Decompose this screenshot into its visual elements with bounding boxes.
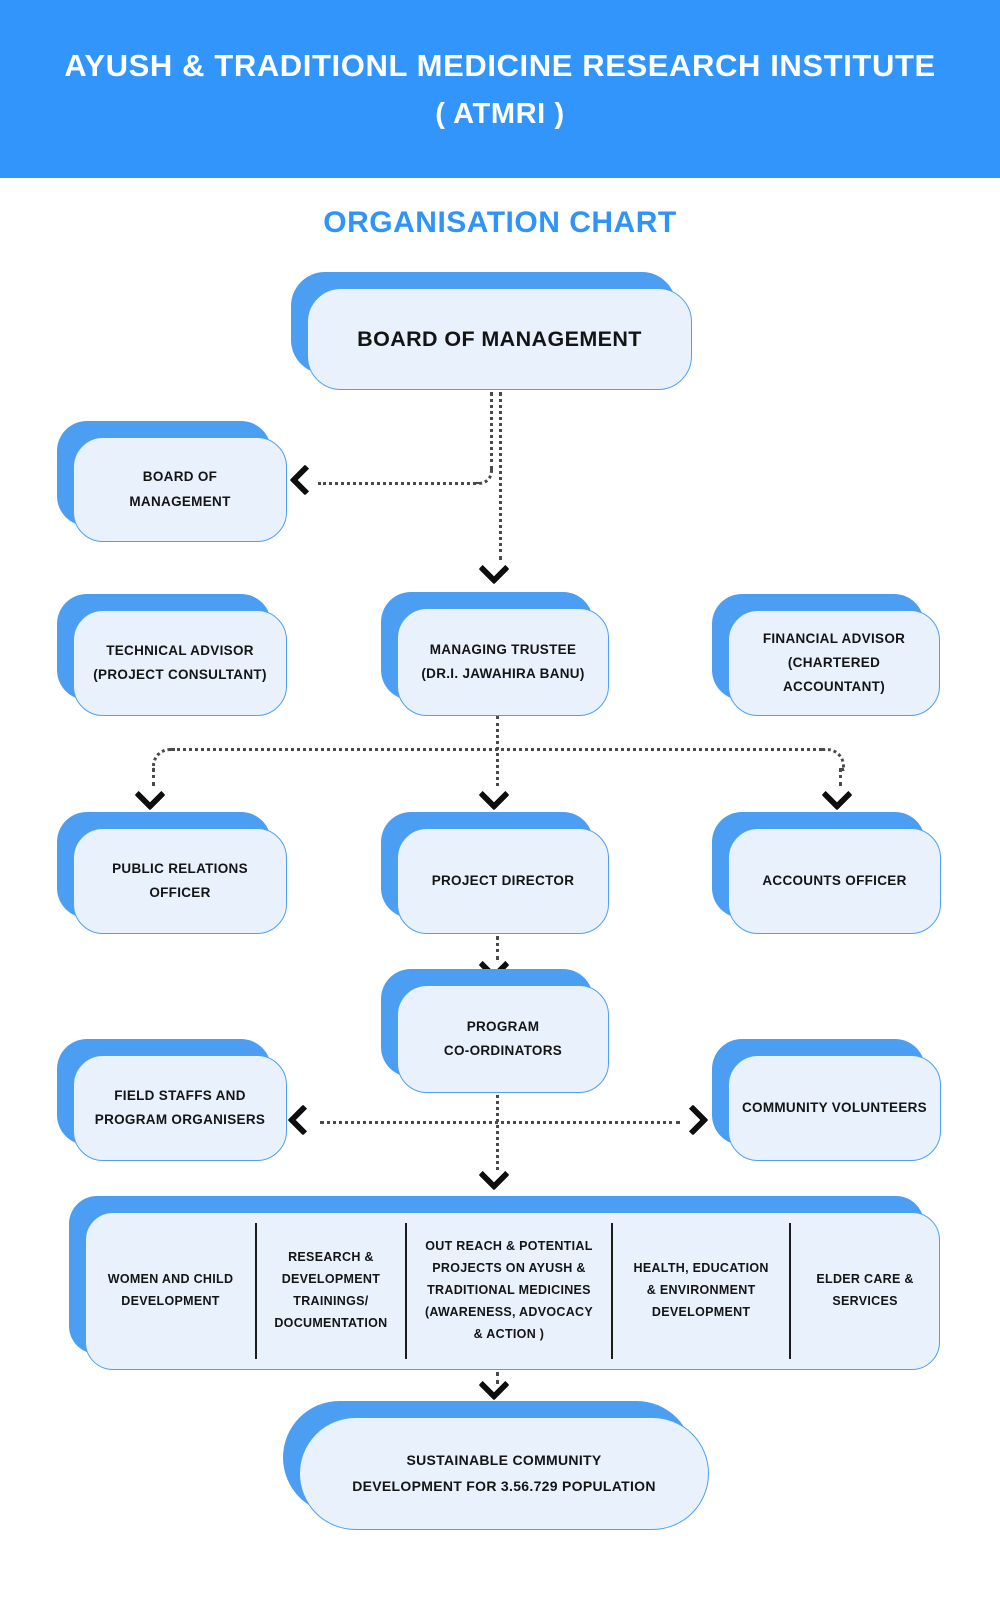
node-label: TECHNICAL ADVISOR: [106, 642, 254, 658]
node-label: PROGRAM: [466, 1018, 540, 1034]
department-elder-care: ELDER CARE & SERVICES: [789, 1223, 939, 1359]
node-label: PROGRAM ORGANISERS: [94, 1112, 266, 1127]
connector-corner: [476, 468, 493, 485]
arrow-down-icon: [478, 779, 510, 811]
node-board-of-management-root: BOARD OF MANAGEMENT: [291, 272, 692, 390]
node-label: SUSTAINABLE COMMUNITY: [406, 1452, 602, 1469]
node-community-volunteers: COMMUNITY VOLUNTEERS: [712, 1039, 941, 1161]
node-label: (DR.I. JAWAHIRA BANU): [421, 666, 585, 681]
node-outcome: SUSTAINABLE COMMUNITY DEVELOPMENT FOR 3.…: [283, 1401, 709, 1530]
connector-line: [490, 392, 493, 470]
node-technical-advisor: TECHNICAL ADVISOR (PROJECT CONSULTANT): [57, 594, 287, 716]
connector-line: [499, 392, 502, 560]
node-accounts-officer: ACCOUNTS OFFICER: [712, 812, 941, 934]
node-label: OFFICER: [149, 885, 211, 900]
arrow-left-icon: [289, 464, 321, 496]
node-program-coordinators: PROGRAM CO-ORDINATORS: [381, 969, 609, 1093]
node-label: PROJECT DIRECTOR: [431, 872, 575, 888]
node-board-of-management-side: BOARD OF MANAGEMENT: [57, 421, 287, 542]
node-label: MANAGING TRUSTEE: [429, 641, 577, 657]
node-label: ACCOUNTS OFFICER: [762, 872, 907, 888]
arrow-down-icon: [821, 779, 853, 811]
node-label: BOARD OF: [142, 469, 218, 485]
connector-line: [318, 482, 476, 485]
node-label: FIELD STAFFS AND: [114, 1087, 246, 1103]
node-project-director: PROJECT DIRECTOR: [381, 812, 609, 934]
arrow-down-icon: [134, 779, 166, 811]
page-title: ORGANISATION CHART: [323, 206, 677, 239]
connector-line: [496, 1095, 499, 1170]
department-health-education: HEALTH, EDUCATION & ENVIRONMENT DEVELOPM…: [611, 1223, 789, 1359]
header-banner: AYUSH & TRADITIONL MEDICINE RESEARCH INS…: [0, 0, 1000, 178]
connector-line: [839, 768, 842, 786]
institute-title: AYUSH & TRADITIONL MEDICINE RESEARCH INS…: [64, 47, 936, 83]
node-financial-advisor: FINANCIAL ADVISOR (CHARTERED ACCOUNTANT): [712, 594, 940, 716]
node-label: MANAGEMENT: [129, 493, 231, 509]
node-departments: WOMEN AND CHILD DEVELOPMENT RESEARCH & D…: [69, 1196, 940, 1370]
connector-line: [496, 716, 499, 786]
connector-line: [496, 1372, 499, 1384]
connector-line: [172, 748, 822, 751]
node-public-relations-officer: PUBLIC RELATIONS OFFICER: [57, 812, 287, 934]
department-outreach: OUT REACH & POTENTIAL PROJECTS ON AYUSH …: [404, 1223, 611, 1359]
node-label: PUBLIC RELATIONS: [112, 860, 248, 876]
department-women-child: WOMEN AND CHILD DEVELOPMENT: [107, 1272, 234, 1308]
connector-corner: [152, 748, 175, 771]
arrow-down-icon: [478, 1369, 510, 1401]
node-label: (CHARTERED ACCOUNTANT): [782, 654, 886, 695]
connector-line: [152, 768, 155, 786]
arrow-right-icon: [677, 1104, 709, 1136]
connector-line: [320, 1121, 680, 1124]
node-field-staffs: FIELD STAFFS AND PROGRAM ORGANISERS: [57, 1039, 287, 1161]
node-label: (PROJECT CONSULTANT): [93, 667, 267, 682]
node-label: FINANCIAL ADVISOR: [762, 630, 906, 646]
institute-abbreviation: ( ATMRI ): [435, 97, 565, 130]
connector-corner: [822, 748, 845, 771]
arrow-down-icon: [478, 1159, 510, 1191]
node-label: CO-ORDINATORS: [443, 1043, 563, 1058]
arrow-left-icon: [287, 1104, 319, 1136]
node-managing-trustee: MANAGING TRUSTEE (DR.I. JAWAHIRA BANU): [381, 592, 609, 716]
arrow-down-icon: [478, 553, 510, 585]
node-label: COMMUNITY VOLUNTEERS: [741, 1099, 927, 1115]
connector-line: [496, 936, 499, 960]
department-research-development: RESEARCH & DEVELOPMENT TRAININGS/ DOCUME…: [255, 1223, 405, 1359]
node-label: BOARD OF MANAGEMENT: [357, 326, 642, 351]
node-label: DEVELOPMENT FOR 3.56.729 POPULATION: [352, 1477, 656, 1494]
